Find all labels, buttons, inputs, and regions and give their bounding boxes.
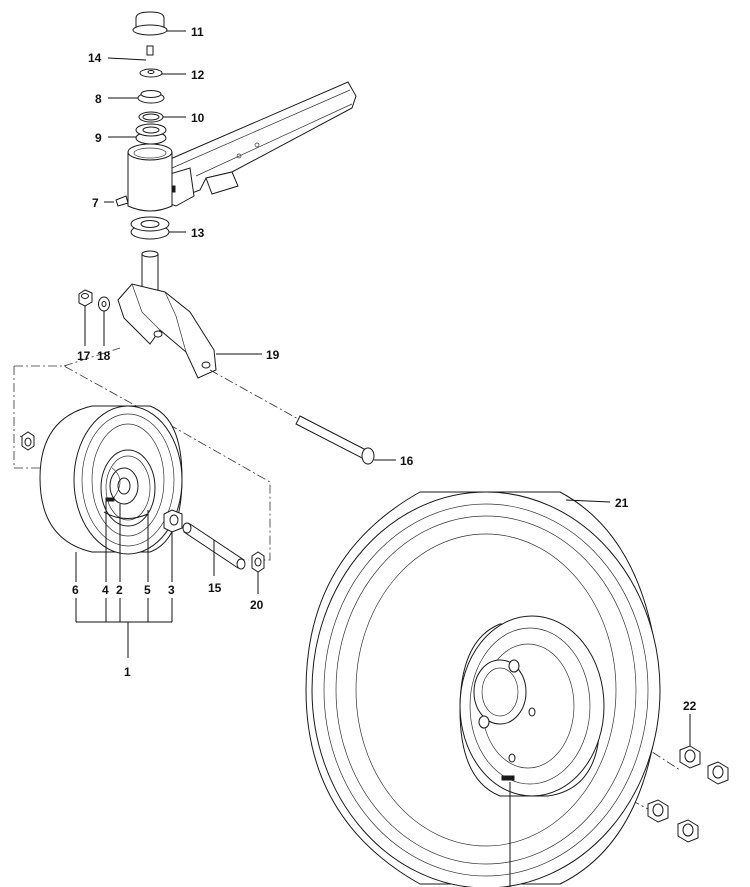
caster-fork bbox=[117, 250, 217, 379]
callout-9: 9 bbox=[95, 131, 102, 145]
axle-bolt-long bbox=[295, 415, 375, 465]
callout-20: 20 bbox=[250, 598, 264, 612]
grease-fitting bbox=[146, 45, 154, 56]
wheel-bushing bbox=[163, 509, 183, 533]
callout-8: 8 bbox=[95, 92, 102, 106]
axle-nut bbox=[251, 551, 265, 573]
callout-5: 5 bbox=[144, 583, 151, 597]
lug-nuts bbox=[647, 745, 729, 843]
callout-19: 19 bbox=[266, 348, 280, 362]
callout-labels: 11 14 12 8 10 9 7 13 17 18 19 16 21 6 4 … bbox=[72, 25, 697, 713]
washer bbox=[139, 68, 163, 78]
fork-nut bbox=[78, 289, 93, 307]
callout-7: 7 bbox=[92, 196, 99, 210]
spindle-housing bbox=[127, 143, 173, 212]
callout-16: 16 bbox=[400, 454, 414, 468]
callout-18: 18 bbox=[97, 349, 111, 363]
callout-4: 4 bbox=[102, 583, 109, 597]
seal bbox=[137, 90, 165, 104]
callout-3: 3 bbox=[168, 583, 175, 597]
wheel-spacer-nut-left bbox=[21, 431, 35, 451]
callout-2: 2 bbox=[116, 583, 123, 597]
snap-ring bbox=[138, 111, 164, 123]
callout-21: 21 bbox=[615, 496, 629, 510]
dust-cap bbox=[132, 11, 168, 36]
callout-22: 22 bbox=[683, 699, 697, 713]
set-screw bbox=[115, 195, 129, 207]
callout-6: 6 bbox=[72, 583, 79, 597]
lower-bearing bbox=[130, 216, 170, 240]
callout-13: 13 bbox=[191, 226, 205, 240]
frame-arm bbox=[149, 81, 357, 207]
callout-15: 15 bbox=[208, 581, 222, 595]
drive-wheel-large bbox=[305, 491, 661, 887]
callout-1: 1 bbox=[124, 665, 131, 679]
leader-lines bbox=[75, 30, 691, 887]
fork-washer bbox=[98, 296, 110, 312]
upper-bearing bbox=[135, 123, 167, 145]
callout-11: 11 bbox=[191, 25, 204, 39]
callout-12: 12 bbox=[191, 68, 205, 82]
callout-10: 10 bbox=[191, 111, 205, 125]
callout-14: 14 bbox=[88, 51, 102, 65]
callout-17: 17 bbox=[77, 349, 91, 363]
caster-wheel-small bbox=[39, 405, 183, 555]
